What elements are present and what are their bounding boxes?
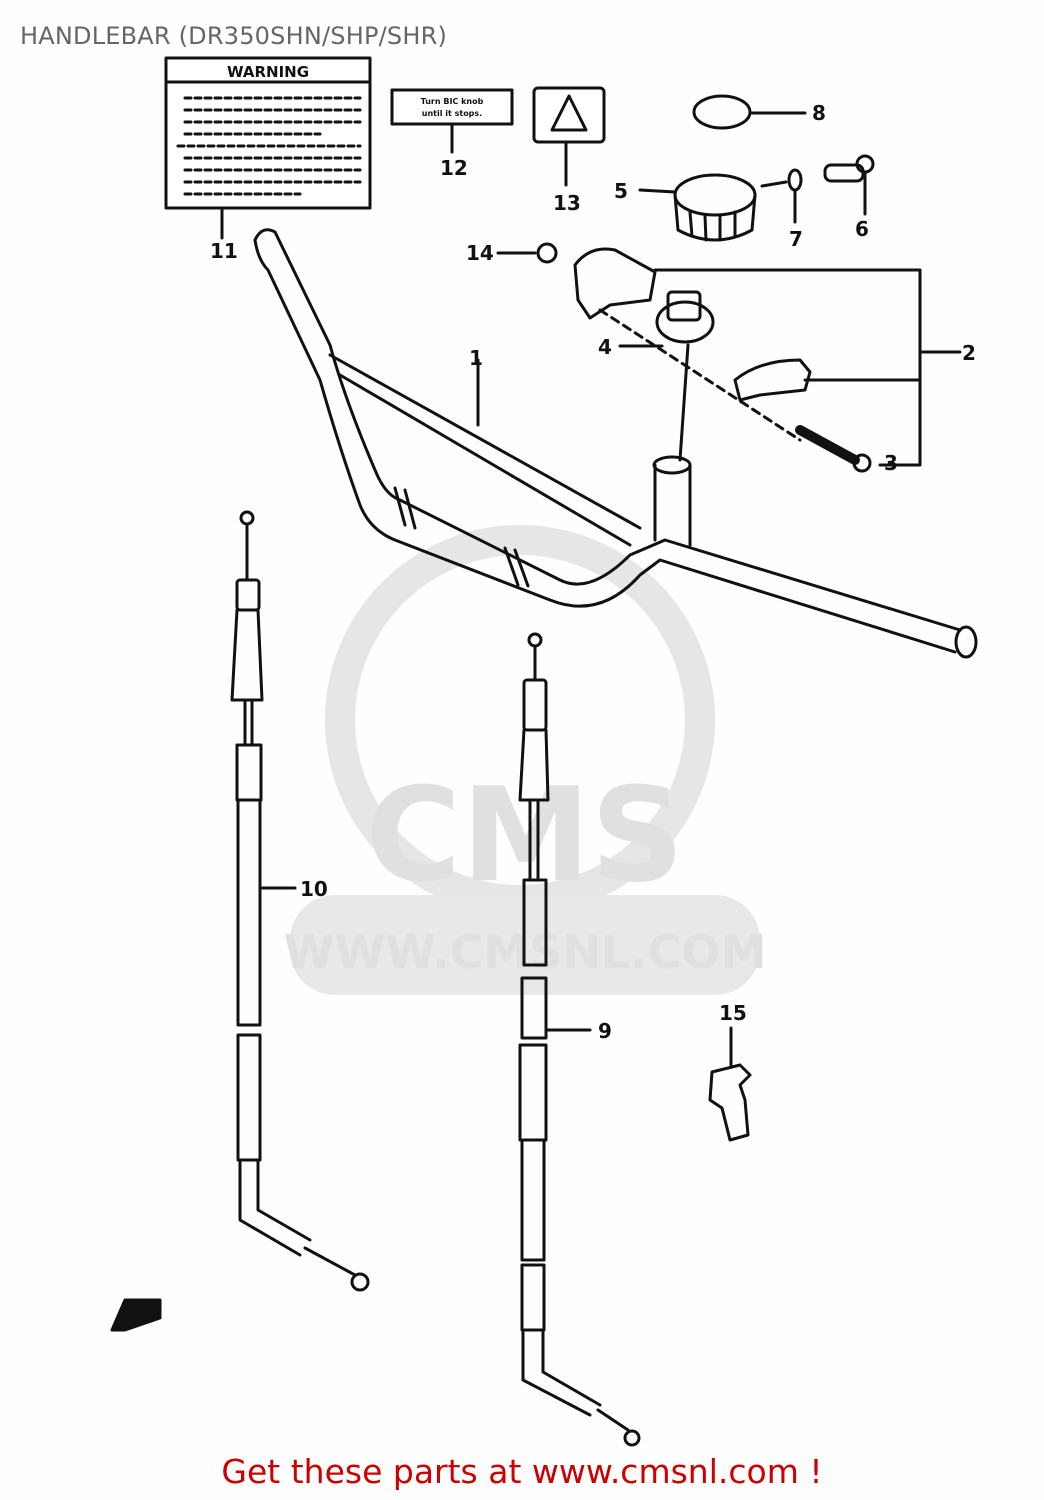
callout-14[interactable]: 14 bbox=[466, 241, 494, 265]
caution-label-part bbox=[532, 86, 606, 187]
knob-label-line1: Turn BIC knob bbox=[421, 97, 484, 106]
callout-1[interactable]: 1 bbox=[469, 346, 483, 370]
callout-8[interactable]: 8 bbox=[812, 101, 826, 125]
knob-label-line2: until it stops. bbox=[422, 109, 482, 118]
handlebar-part bbox=[253, 228, 978, 659]
callout-11[interactable]: 11 bbox=[210, 239, 238, 263]
warning-label-part bbox=[164, 56, 372, 240]
diagram-title: HANDLEBAR (DR350SHN/SHP/SHR) bbox=[20, 22, 448, 50]
callout-7[interactable]: 7 bbox=[789, 227, 803, 251]
callout-2[interactable]: 2 bbox=[962, 341, 976, 365]
callout-5[interactable]: 5 bbox=[614, 179, 628, 203]
clamp-part bbox=[708, 1026, 752, 1142]
callout-3[interactable]: 3 bbox=[884, 451, 898, 475]
callout-9[interactable]: 9 bbox=[598, 1019, 612, 1043]
emblem-part bbox=[692, 94, 752, 130]
cable-left-part bbox=[230, 510, 370, 1292]
callout-10[interactable]: 10 bbox=[300, 877, 328, 901]
front-arrow-icon bbox=[110, 1298, 162, 1332]
callout-15[interactable]: 15 bbox=[719, 1001, 747, 1025]
warning-header-text: WARNING bbox=[227, 63, 309, 81]
callout-6[interactable]: 6 bbox=[855, 217, 869, 241]
knob-label-part bbox=[390, 88, 514, 154]
callout-12[interactable]: 12 bbox=[440, 156, 468, 180]
knob-part bbox=[638, 173, 757, 242]
holder-part bbox=[573, 247, 962, 467]
footer-link[interactable]: Get these parts at www.cmsnl.com ! bbox=[221, 1452, 823, 1491]
callout-4[interactable]: 4 bbox=[598, 335, 612, 359]
callout-13[interactable]: 13 bbox=[553, 191, 581, 215]
cable-right-part bbox=[518, 632, 641, 1447]
damper-part bbox=[618, 290, 715, 462]
